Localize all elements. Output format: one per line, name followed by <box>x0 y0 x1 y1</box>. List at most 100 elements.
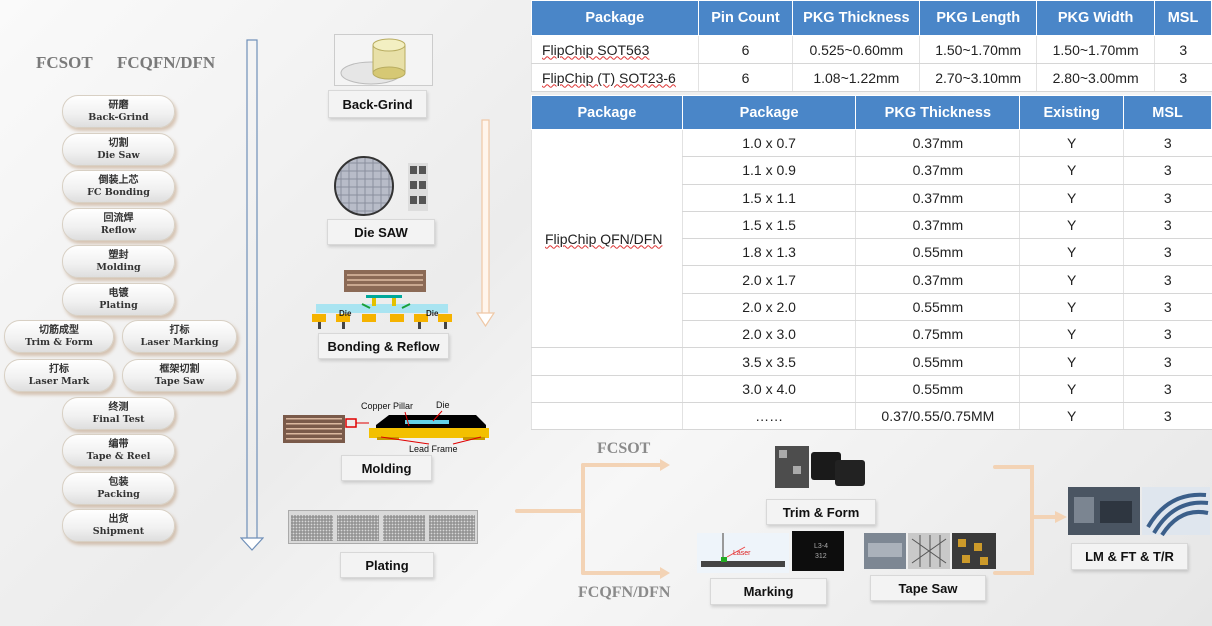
table-cell: 3 <box>1123 129 1212 158</box>
table-cell: 3 <box>1123 320 1212 349</box>
chip-code-1: L3-4 <box>814 543 828 550</box>
table-cell: 2.70~3.10mm <box>919 63 1037 92</box>
table-cell: 1.08~1.22mm <box>792 63 920 92</box>
table-cell: 6 <box>697 63 793 92</box>
step-chinese-label: 倒装上芯 <box>98 175 139 186</box>
table-cell: Y <box>1019 156 1124 185</box>
step-english-label: Tape & Reel <box>86 451 151 462</box>
table-cell: Y <box>1019 265 1124 294</box>
package-name-cell: FlipChip SOT563 <box>531 35 699 64</box>
laser-label: Laser <box>733 550 751 557</box>
qfn-group-label: FlipChip QFN/DFN <box>545 230 663 247</box>
table2-header-cell: Package <box>531 95 683 130</box>
table-cell: Y <box>1019 375 1124 403</box>
final-test-image <box>1068 487 1210 537</box>
table-cell: 3 <box>1123 265 1212 294</box>
step-chinese-label: 包装 <box>108 477 129 488</box>
die-saw-image <box>333 155 433 217</box>
table-cell: 0.37mm <box>855 129 1020 158</box>
marking-chip-image: L3-4 312 <box>792 531 844 571</box>
marking-laser-image: Laser <box>697 533 789 573</box>
flow-down-arrow <box>240 39 264 551</box>
table-cell: Y <box>1019 211 1124 240</box>
trim-form-image <box>775 444 867 496</box>
tape-saw-image <box>864 533 996 571</box>
empty-cell <box>531 347 683 376</box>
category-fcsot: FCSOT <box>36 53 93 72</box>
table-cell: 0.55mm <box>855 375 1020 403</box>
step-english-label: FC Bonding <box>87 187 150 198</box>
step-chinese-label: 编带 <box>108 439 129 450</box>
table-cell: 3.0 x 4.0 <box>681 375 856 403</box>
table-cell: 0.37mm <box>855 184 1020 212</box>
bonding-die-left: Die <box>339 309 352 318</box>
package-name-text: FlipChip (T) SOT23-6 <box>542 69 676 86</box>
table-cell: 2.0 x 3.0 <box>681 320 856 349</box>
molding-label: Molding <box>341 455 432 481</box>
final-label: LM & FT & T/R <box>1071 543 1188 570</box>
bonding-image: Die Die <box>306 268 458 332</box>
step-english-label: Back-Grind <box>88 112 149 123</box>
table2-header-cell: MSL <box>1123 95 1212 130</box>
back-grind-image <box>334 34 433 86</box>
table-cell: 1.0 x 0.7 <box>681 129 856 158</box>
qfn-group-cell: FlipChip QFN/DFN <box>531 129 683 349</box>
step-chinese-label: 打标 <box>169 325 190 336</box>
chip-code-2: 312 <box>815 553 827 560</box>
step-english-label: Shipment <box>92 526 145 537</box>
table-cell: 3 <box>1123 347 1212 376</box>
table-cell: 2.0 x 1.7 <box>681 265 856 294</box>
table-cell: 1.5 x 1.5 <box>681 211 856 240</box>
table-cell: Y <box>1019 184 1124 212</box>
copper-pillar-label: Copper Pillar <box>361 401 413 411</box>
table-cell: 1.5 x 1.1 <box>681 184 856 212</box>
step-english-label: Tape Saw <box>154 376 205 387</box>
empty-cell <box>531 375 683 403</box>
table-cell: 0.55mm <box>855 238 1020 267</box>
table-cell: 3 <box>1123 402 1212 431</box>
die-saw-label: Die SAW <box>327 219 435 245</box>
fcqfn-branch-label: FCQFN/DFN <box>578 584 671 601</box>
middle-down-arrow <box>475 119 496 328</box>
table-cell: Y <box>1019 238 1124 267</box>
package-name-cell: FlipChip (T) SOT23-6 <box>531 63 699 92</box>
die-label: Die <box>436 400 450 410</box>
table-cell: 2.80~3.00mm <box>1036 63 1155 92</box>
step-chinese-label: 回流焊 <box>103 213 134 224</box>
step-chinese-label: 框架切割 <box>159 364 200 375</box>
table-cell: 6 <box>697 35 793 64</box>
table-cell: Y <box>1019 347 1124 376</box>
table2-header-cell: Package <box>681 95 857 130</box>
bonding-reflow-label: Bonding & Reflow <box>318 333 449 359</box>
table-cell: 0.55mm <box>855 347 1020 376</box>
table2-header-cell: PKG Thickness <box>855 95 1021 130</box>
table-cell: 3 <box>1154 63 1212 92</box>
table-cell: 1.50~1.70mm <box>919 35 1037 64</box>
molding-image: Copper Pillar Die Lead Frame <box>281 399 501 455</box>
table-cell: 1.50~1.70mm <box>1036 35 1155 64</box>
step-english-label: Packing <box>97 489 140 500</box>
table-cell: 0.37mm <box>855 156 1020 185</box>
table-cell: 0.37mm <box>855 211 1020 240</box>
table-cell: 3.5 x 3.5 <box>681 347 856 376</box>
